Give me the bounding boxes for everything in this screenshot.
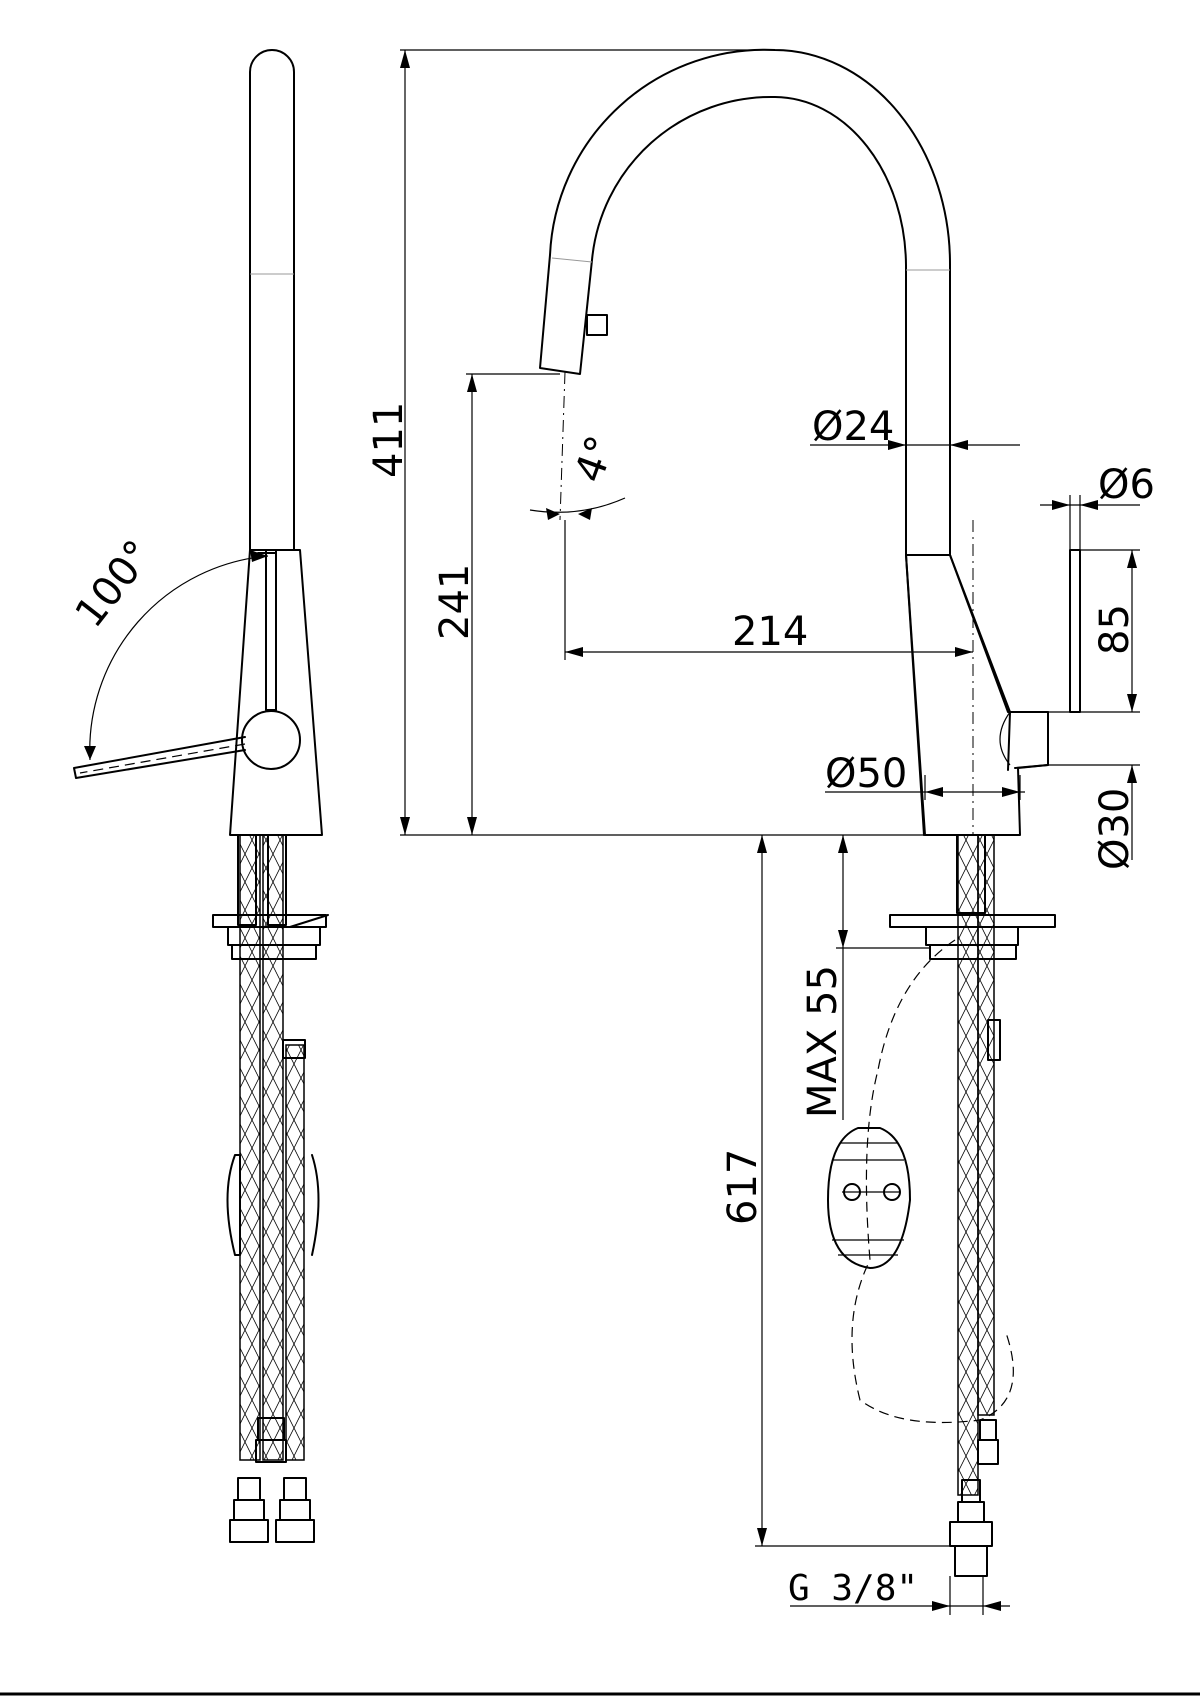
side-view (73, 49, 329, 1543)
overall-height-label: 411 (366, 402, 412, 478)
hose-length-label: 617 (720, 1149, 766, 1225)
dimension-lines (400, 49, 1140, 1615)
reach-label: 214 (732, 609, 808, 655)
lever-height-label: 85 (1092, 604, 1138, 655)
handle-diameter-label: Ø30 (1092, 788, 1138, 870)
front-view (539, 48, 1081, 1577)
connection-thread-label: G 3/8" (788, 1568, 918, 1609)
base-diameter-label: Ø50 (825, 751, 907, 797)
lever-diameter-label: Ø6 (1098, 462, 1155, 508)
lever-rotation-label: 100° (67, 532, 163, 636)
spray-angle-label: 4° (566, 430, 625, 488)
spout-diameter-label: Ø24 (812, 404, 894, 450)
max-deck-label: MAX 55 (800, 965, 846, 1118)
outlet-height-label: 241 (432, 564, 478, 640)
